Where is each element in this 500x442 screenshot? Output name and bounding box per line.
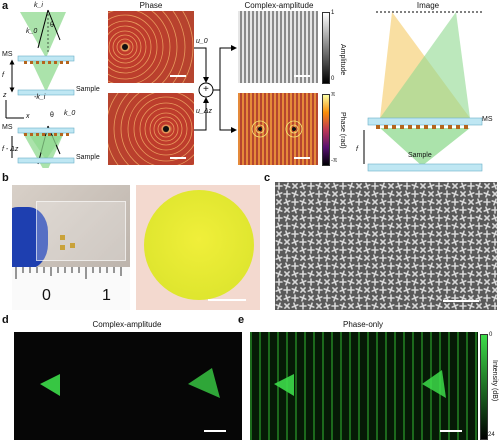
focus-spot-e-2 [422, 370, 446, 398]
panel-label-c: c [264, 172, 271, 184]
complex-phase-map [238, 93, 318, 165]
metasurface-disk [144, 190, 254, 300]
panel-d-title: Complex-amplitude [92, 320, 162, 329]
green-beam [380, 12, 470, 118]
focus-beam-top [30, 58, 62, 92]
glass-substrate [36, 201, 126, 261]
sample-label-bottom: Sample [76, 154, 100, 161]
complex-amplitude-result [14, 332, 242, 440]
metasurface-chip-3 [60, 245, 65, 250]
ms-plate-bottom [17, 127, 75, 134]
meta-atoms-top [24, 61, 69, 64]
green-beam-lower [380, 128, 470, 166]
phase-only-result [250, 332, 478, 440]
ms-plate-top [17, 55, 75, 62]
imaging-schematic [363, 11, 483, 172]
ruler [12, 267, 130, 310]
metasurface-chip-1 [60, 235, 65, 240]
phase-map-bottom [108, 93, 194, 165]
x-axis-label: x [26, 113, 30, 120]
scale-bar-phase-bottom [170, 157, 186, 159]
metasurface-chip-2 [70, 243, 75, 248]
geometry-schematic-bottom-lower [11, 127, 75, 164]
focus-spot-e-1 [274, 374, 294, 396]
phase-map-top [108, 11, 194, 83]
amplitude-bar-label: Amplitude [339, 44, 346, 76]
flow-diagram [194, 45, 237, 133]
scale-bar-complex-phase [294, 157, 310, 159]
ruler-label-1: 1 [102, 287, 111, 304]
complex-title: Complex-amplitude [244, 1, 314, 10]
k0-label-top: k_0 [26, 28, 38, 35]
panel-label-a: a [2, 0, 9, 12]
focus-spot-2 [188, 368, 220, 398]
panel-label-e: e [238, 314, 245, 326]
amplitude-min: 0 [331, 76, 335, 82]
u0-label: u_0 [196, 38, 208, 45]
theta-label-bottom: θ [50, 112, 54, 119]
panel-label-d: d [2, 314, 9, 326]
scale-bar-microscope [208, 299, 246, 301]
ki-arrow-top [37, 9, 49, 49]
sample-label-top: Sample [76, 86, 100, 93]
phase-min: -π [331, 158, 338, 164]
phase-max: π [331, 92, 336, 98]
phase-bar-label: Phase (rad) [339, 112, 346, 149]
sample-photo: 0 1 [12, 185, 130, 310]
theta-label-top: θ [50, 22, 54, 29]
sample-plate-bottom [17, 157, 75, 164]
ki-label-top: k_i [34, 2, 43, 9]
ki-label-bottom: -k_i [34, 94, 46, 101]
microscope-image [136, 185, 260, 310]
ms-label-bottom: MS [2, 124, 13, 131]
sample-plate-top [17, 89, 75, 96]
amplitude-max: 1 [331, 10, 335, 16]
sample-plate-right [367, 163, 483, 172]
ruler-label-0: 0 [42, 287, 51, 304]
phase-colorbar [322, 94, 330, 166]
image-title: Image [416, 1, 440, 10]
intensity-max: 0 [489, 332, 493, 338]
panel-label-b: b [2, 172, 9, 184]
scale-bar-amplitude [294, 75, 310, 77]
meta-atoms-bottom [24, 133, 69, 136]
incident-beam-top [20, 12, 66, 58]
f-dz-label-bottom: f - Δz [2, 146, 19, 153]
ms-plate-right [367, 117, 483, 126]
amplitude-map [238, 11, 318, 83]
phase-title: Phase [139, 1, 163, 10]
intensity-bar-label: Intensity (dB) [491, 360, 498, 402]
intensity-colorbar [480, 334, 488, 440]
sum-symbol: + [203, 84, 209, 95]
meta-atoms-right [376, 125, 468, 129]
intensity-min: -24 [486, 432, 495, 438]
amplitude-colorbar [322, 12, 330, 84]
focus-spot-1 [40, 374, 60, 396]
scale-bar-d [204, 430, 226, 432]
z-axis-label: z [3, 92, 7, 99]
k0-arrow-top [47, 9, 61, 41]
sem-image [275, 182, 497, 310]
k0-label-bottom: k_0 [64, 110, 76, 117]
udz-label: u_Δz [196, 108, 212, 115]
sample-label-right: Sample [408, 152, 432, 159]
focus-beam-bottom [30, 136, 62, 160]
scale-bar-phase-top [170, 75, 186, 77]
ms-label-right: MS [482, 116, 493, 123]
scale-bar-sem [443, 300, 479, 302]
f-label-top: f [2, 72, 4, 79]
panel-e-title: Phase-only [342, 320, 384, 329]
scale-bar-e [440, 430, 462, 432]
glove [12, 207, 48, 269]
ms-label-top: MS [2, 51, 13, 58]
f-label-right: f [356, 146, 358, 153]
